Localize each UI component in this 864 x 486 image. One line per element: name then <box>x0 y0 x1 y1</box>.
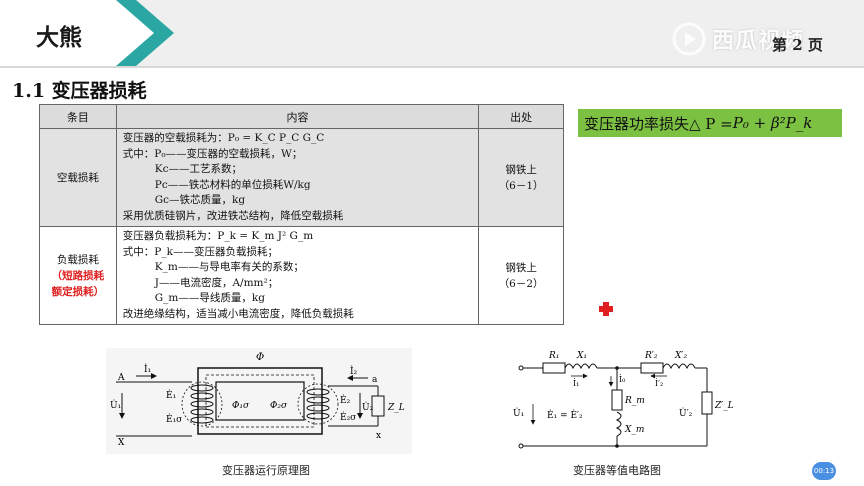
core-inner <box>215 381 305 421</box>
table-cell-content: 变压器负载损耗为：P_k = K_m J² G_m 式中：P_k——变压器负载损… <box>115 226 480 325</box>
header-chevron-decoration <box>0 0 174 66</box>
formula-expression: P₀ + β²P_k <box>732 114 813 132</box>
label-E1s: Ė₁σ <box>166 413 182 425</box>
table-row: 空载损耗 变压器的空载损耗为：P₀ = K_C P_C G_C 式中：P₀——变… <box>39 128 564 227</box>
inductor-X1 <box>564 363 598 370</box>
source-line: 钢铁上 <box>505 163 537 176</box>
table-cell-source: 钢铁上 （6－2） <box>478 226 564 325</box>
label-x: x <box>376 431 381 441</box>
red-cross-icon <box>599 302 613 316</box>
load-impedance <box>371 395 385 417</box>
label-X2p: X′₂ <box>674 351 687 361</box>
label-E2: Ė₂ <box>340 394 351 406</box>
page-number: 第 2 页 <box>772 36 823 54</box>
label-R2p: R′₂ <box>644 351 658 361</box>
content-line: Pc——铁芯材料的单位损耗W/kg <box>154 178 311 191</box>
label-phi2s: Φ₂σ <box>270 401 288 411</box>
label-I2: İ₂ <box>350 365 358 377</box>
watermark: 西瓜视频 <box>672 22 804 56</box>
table-header-row: 条目 内容 出处 <box>39 104 564 129</box>
content-line: Gc—铁芯质量，kg <box>154 194 246 206</box>
primary-winding <box>190 384 214 424</box>
label-E2s: Ė₂σ <box>340 411 356 423</box>
label-a: a <box>372 375 378 385</box>
label-U2p: U̇′₂ <box>679 407 693 419</box>
table-header-item: 条目 <box>39 104 117 129</box>
label-E1: Ė₁ <box>166 389 176 401</box>
label-I2p: İ′₂ <box>655 379 663 388</box>
content-line: 改进绝缘结构，适当减小电流密度，降低负载损耗 <box>122 307 354 320</box>
play-icon <box>672 22 706 56</box>
label-Rm: R_m <box>624 396 645 406</box>
table-cell-source: 钢铁上 （6－1） <box>478 128 564 227</box>
label-U1: U̇₁ <box>513 407 524 419</box>
header-bar: 大熊 西瓜视频 第 2 页 <box>0 0 864 66</box>
load-impedance <box>701 391 713 415</box>
content-line: 式中：P_k——变压器负载损耗； <box>122 245 278 258</box>
resistor-Rm <box>611 389 623 411</box>
secondary-leakage-flux <box>297 383 339 425</box>
table-cell-item: 负载损耗 （短路损耗 额定损耗） <box>39 226 117 325</box>
label-U2: U̇₂ <box>362 401 374 413</box>
label-phi: Φ <box>256 352 264 363</box>
label-X: X <box>118 438 125 448</box>
item-label: 负载损耗 <box>56 253 99 266</box>
table-row: 负载损耗 （短路损耗 额定损耗） 变压器负载损耗为：P_k = K_m J² G… <box>39 226 564 325</box>
content-line: Kc——工艺系数； <box>154 163 242 175</box>
label-U1: U̇₁ <box>110 399 121 411</box>
figure-caption: 变压器等值电路图 <box>573 464 661 477</box>
table-header-content: 内容 <box>115 104 480 129</box>
inductor-X2p <box>662 363 696 370</box>
inductor-Xm <box>615 411 622 437</box>
label-X1: X₁ <box>576 351 587 361</box>
loss-table: 条目 内容 出处 空载损耗 变压器的空载损耗为：P₀ = K_C P_C G_C… <box>39 104 564 325</box>
label-emf: Ė₁ = Ė′₂ <box>547 409 583 421</box>
item-note: 额定损耗） <box>51 285 105 298</box>
source-line: （6－2） <box>498 277 544 290</box>
label-ZLp: Z′_L <box>714 401 734 411</box>
time-badge[interactable]: 00:13 <box>812 462 836 480</box>
item-label: 空载损耗 <box>56 171 99 184</box>
figure-caption: 变压器运行原理图 <box>222 464 310 477</box>
header-divider <box>0 66 864 68</box>
label-phi1s: Φ₁σ <box>232 401 250 411</box>
brand-title: 大熊 <box>36 25 82 51</box>
transformer-principle-diagram: Φ A X a x İ₁ İ₂ U̇₁ U̇₂ Ė₁ Ė₁σ Ė₂ Ė₂σ Φ₁… <box>106 348 412 454</box>
content-line: 采用优质硅钢片，改进铁芯结构，降低空载损耗 <box>122 209 344 222</box>
primary-leakage-flux <box>181 381 223 427</box>
label-A: A <box>117 373 125 383</box>
label-R1: R₁ <box>548 351 559 361</box>
label-Xm: X_m <box>624 425 644 435</box>
content-line: J——电流密度，A/mm²； <box>154 276 279 289</box>
content-line: 式中：P₀——变压器的空载损耗，W； <box>122 147 303 160</box>
section-title: 1.1 变压器损耗 <box>12 80 147 102</box>
label-ZL: Z_L <box>387 403 405 413</box>
secondary-winding <box>306 388 330 420</box>
source-line: （6－1） <box>498 179 544 192</box>
table-header-source: 出处 <box>478 104 564 129</box>
table-cell-content: 变压器的空载损耗为：P₀ = K_C P_C G_C 式中：P₀——变压器的空载… <box>115 128 480 227</box>
formula-prefix: 变压器功率损失△ P = <box>584 114 733 133</box>
core-outer <box>197 367 323 435</box>
power-loss-formula: 变压器功率损失△ P = P₀ + β²P_k <box>578 109 842 137</box>
content-line: 变压器的空载损耗为：P₀ = K_C P_C G_C <box>122 132 325 144</box>
content-line: K_m——与导电率有关的系数； <box>154 261 304 273</box>
content-line: G_m——导线质量，kg <box>154 292 265 304</box>
content-line: 变压器负载损耗为：P_k = K_m J² G_m <box>122 230 314 242</box>
label-I1: İ₁ <box>144 363 151 375</box>
label-I1: İ₁ <box>573 379 579 388</box>
label-I0: İ₀ <box>619 375 625 384</box>
resistor-R2p <box>640 362 664 374</box>
equivalent-circuit-diagram: R₁ X₁ R′₂ X′₂ İ₁ İ₀ İ′₂ R_m X_m U̇₁ U̇′₂… <box>507 346 736 457</box>
resistor-R1 <box>542 362 566 374</box>
table-cell-item: 空载损耗 <box>39 128 117 227</box>
watermark-text: 西瓜视频 <box>712 29 805 54</box>
item-note: （短路损耗 <box>51 269 105 282</box>
source-line: 钢铁上 <box>505 261 537 274</box>
